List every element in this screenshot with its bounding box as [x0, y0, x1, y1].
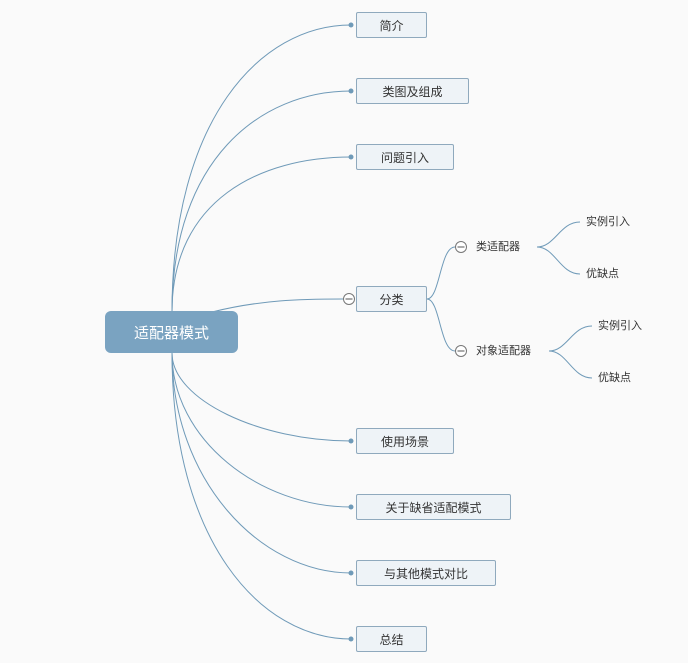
connector-intro: [171, 24, 352, 313]
collapse-icon-class-adapter[interactable]: [455, 241, 467, 253]
connector-ca-proscons: [536, 246, 581, 275]
connector-oa-proscons: [548, 350, 593, 379]
topic-problem[interactable]: 问题引入: [356, 144, 454, 170]
connector-class-diagram: [171, 90, 352, 313]
topic-summary[interactable]: 总结: [356, 626, 427, 652]
node-dot: [348, 154, 354, 160]
connector-compare: [171, 352, 352, 574]
topic-class-diagram[interactable]: 类图及组成: [356, 78, 469, 104]
connector-summary: [171, 352, 352, 640]
root-topic[interactable]: 适配器模式: [105, 311, 238, 353]
leaf-ca-proscons[interactable]: 优缺点: [586, 267, 619, 280]
topic-default-adapter[interactable]: 关于缺省适配模式: [356, 494, 511, 520]
leaf-ca-example[interactable]: 实例引入: [586, 215, 630, 228]
leaf-oa-example[interactable]: 实例引入: [598, 319, 642, 332]
topic-usage[interactable]: 使用场景: [356, 428, 454, 454]
connector-usage: [171, 352, 352, 442]
node-dot: [348, 504, 354, 510]
node-dot: [348, 88, 354, 94]
connector-class-adapter: [426, 246, 456, 300]
subtopic-object-adapter[interactable]: 对象适配器: [476, 344, 531, 357]
connector-ca-example: [536, 221, 581, 248]
node-dot: [348, 570, 354, 576]
subtopic-class-adapter[interactable]: 类适配器: [476, 240, 520, 253]
topic-classification[interactable]: 分类: [356, 286, 427, 312]
leaf-oa-proscons[interactable]: 优缺点: [598, 371, 631, 384]
node-dot: [348, 636, 354, 642]
collapse-icon-object-adapter[interactable]: [455, 345, 467, 357]
connector-oa-example: [548, 325, 593, 352]
collapse-icon-classification[interactable]: [343, 293, 355, 305]
topic-intro[interactable]: 简介: [356, 12, 427, 38]
connector-object-adapter: [426, 298, 456, 352]
node-dot: [348, 22, 354, 28]
connector-default-adapter: [171, 352, 352, 508]
node-dot: [348, 438, 354, 444]
connector-classification: [211, 298, 344, 313]
topic-compare[interactable]: 与其他模式对比: [356, 560, 496, 586]
connector-problem: [171, 156, 352, 313]
